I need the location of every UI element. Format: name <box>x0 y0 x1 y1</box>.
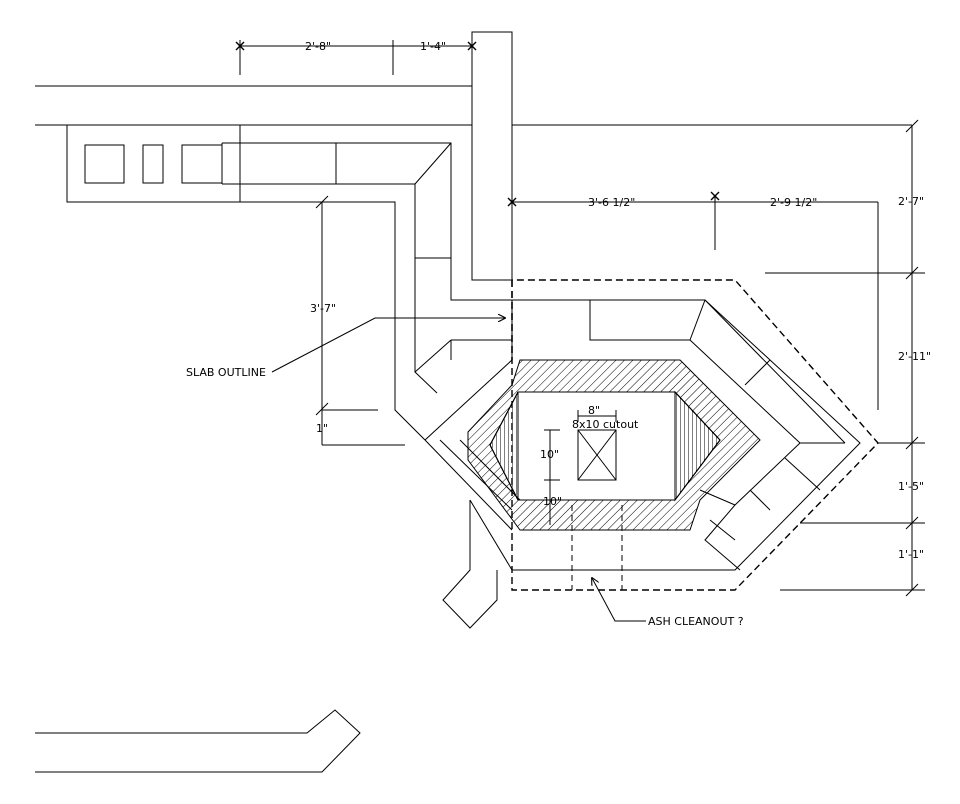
dim-right-low: 1'-5" <box>898 480 924 493</box>
cutout-square <box>577 429 617 481</box>
hearth-assembly <box>424 279 879 629</box>
dim-right-bottom: 1'-1" <box>898 548 924 561</box>
dim-right-mid: 2'-11" <box>898 350 931 363</box>
dim-left-height: 3'-7" <box>310 302 336 315</box>
dim-hearth-left: 3'-6 1/2" <box>588 196 635 209</box>
dim-cutout-width: 8" <box>588 404 600 417</box>
label-ash-cleanout: ASH CLEANOUT ? <box>648 615 744 628</box>
dim-cutout-height: 10" <box>540 448 559 461</box>
dim-top-mid: 1'-4" <box>420 40 446 53</box>
dim-right-top: 2'-7" <box>898 195 924 208</box>
dim-top-left: 2'-8" <box>305 40 331 53</box>
dimension-lines <box>235 40 925 622</box>
dim-left-small: 1" <box>316 422 328 435</box>
lower-wall <box>35 709 361 773</box>
dim-cutout-offset: 10" <box>543 495 562 508</box>
existing-walls <box>35 31 912 441</box>
slab-outline <box>511 279 879 591</box>
dim-hearth-right: 2'-9 1/2" <box>770 196 817 209</box>
label-slab-outline: SLAB OUTLINE <box>186 366 266 379</box>
label-cutout: 8x10 cutout <box>572 418 639 431</box>
